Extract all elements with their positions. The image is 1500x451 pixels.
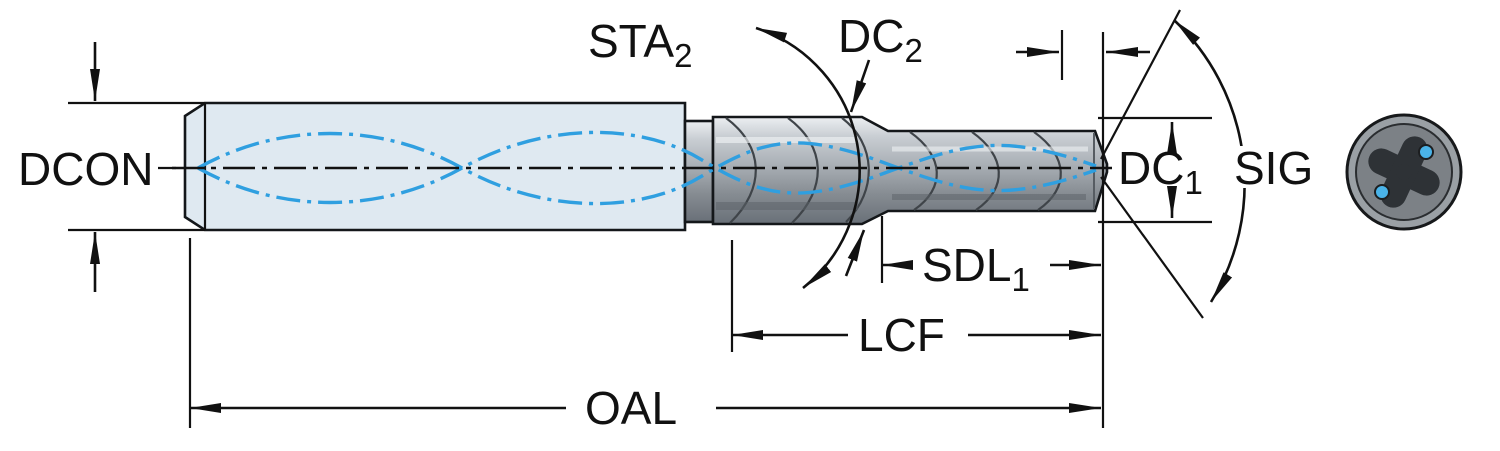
dim-sta2: STA2: [588, 15, 866, 290]
sta2-arrow: [844, 229, 866, 277]
dc2-leader-arrow: [849, 59, 871, 113]
lcf-label: LCF: [858, 309, 945, 361]
sta2-arc: [755, 26, 861, 290]
sig-label: SIG: [1234, 142, 1313, 194]
coolant-line-upper: [197, 131, 1097, 206]
coolant-lines: [197, 130, 1097, 206]
flute-line: [1033, 131, 1062, 211]
flute-line: [909, 131, 938, 211]
dim-lcf: LCF: [730, 240, 1101, 361]
end-view-chisel-center: [1396, 164, 1412, 180]
sta2-label: STA2: [588, 15, 692, 74]
sig-label-backing: [1228, 146, 1320, 188]
drill-neck: [683, 119, 715, 224]
sdl1-label: SDL1: [922, 239, 1030, 298]
sig-flank-top: [1100, 9, 1181, 160]
coolant-hole-icon: [1374, 184, 1390, 200]
oal-label: OAL: [585, 382, 677, 434]
flute-line: [971, 131, 1000, 211]
dim-point-length: [1016, 30, 1150, 428]
drill-shank: [183, 101, 687, 232]
dim-sdl1: SDL1: [880, 216, 1101, 298]
drill-body-group: [183, 101, 1109, 232]
dc2-label: DC2: [838, 10, 923, 69]
coolant-line-lower: [197, 130, 1097, 205]
dim-oal: OAL: [188, 238, 1101, 434]
dcon-label: DCON: [18, 143, 153, 195]
dim-dcon: DCON: [18, 42, 205, 292]
dim-dc2: DC2: [838, 10, 923, 113]
coolant-hole-icon: [1418, 144, 1434, 160]
end-view: [1345, 113, 1463, 231]
dc1-label: DC1: [1118, 142, 1203, 201]
dim-sig: SIG: [1100, 9, 1320, 319]
